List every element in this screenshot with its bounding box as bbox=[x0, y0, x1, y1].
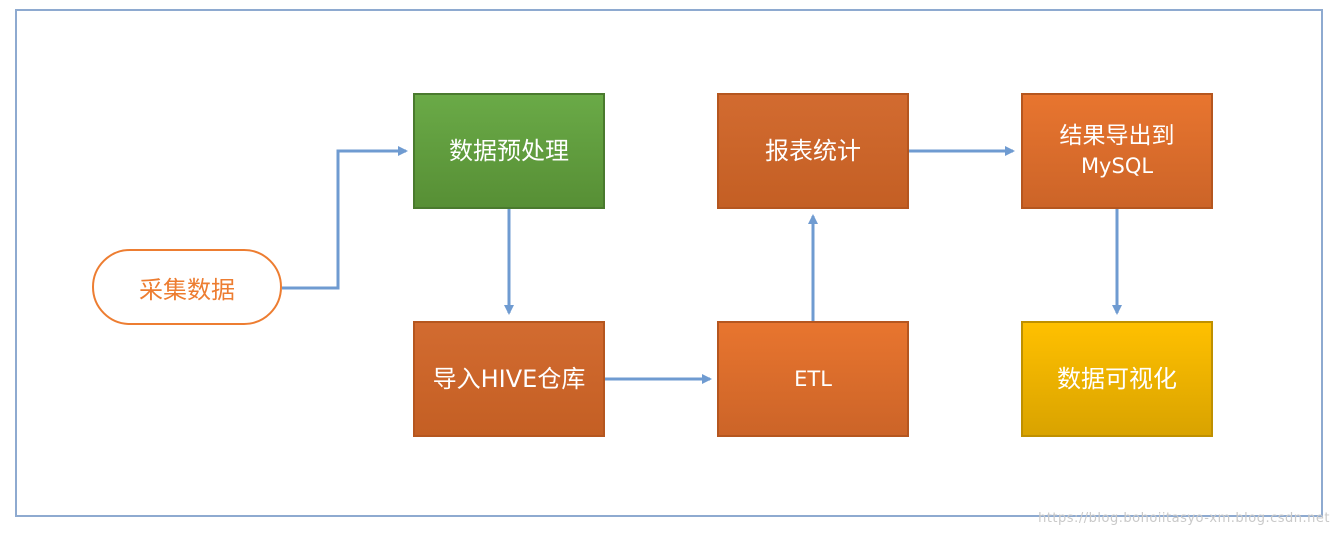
node-import-hive-label: 导入HIVE仓库 bbox=[432, 364, 586, 393]
node-visualize: 数据可视化 bbox=[1021, 321, 1213, 437]
node-visualize-label: 数据可视化 bbox=[1057, 364, 1177, 393]
node-preprocess: 数据预处理 bbox=[413, 93, 605, 209]
node-report-label: 报表统计 bbox=[765, 136, 861, 165]
node-report: 报表统计 bbox=[717, 93, 909, 209]
watermark: https://blog.bohoiitasyo-xm.blog.csdn.ne… bbox=[1038, 511, 1330, 526]
node-etl-label: ETL bbox=[794, 366, 832, 391]
node-export-line2: MySQL bbox=[1080, 154, 1154, 179]
node-preprocess-label: 数据预处理 bbox=[449, 136, 569, 165]
arrow-collect-to-preprocess bbox=[282, 146, 408, 290]
node-import-hive: 导入HIVE仓库 bbox=[413, 321, 605, 437]
node-export-line1: 结果导出到 bbox=[1059, 123, 1175, 150]
node-collect-data: 采集数据 bbox=[92, 249, 282, 325]
node-export-mysql: 结果导出到 MySQL bbox=[1021, 93, 1213, 209]
diagram-frame bbox=[15, 9, 1323, 517]
node-etl: ETL bbox=[717, 321, 909, 437]
node-collect-data-label: 采集数据 bbox=[139, 275, 235, 304]
